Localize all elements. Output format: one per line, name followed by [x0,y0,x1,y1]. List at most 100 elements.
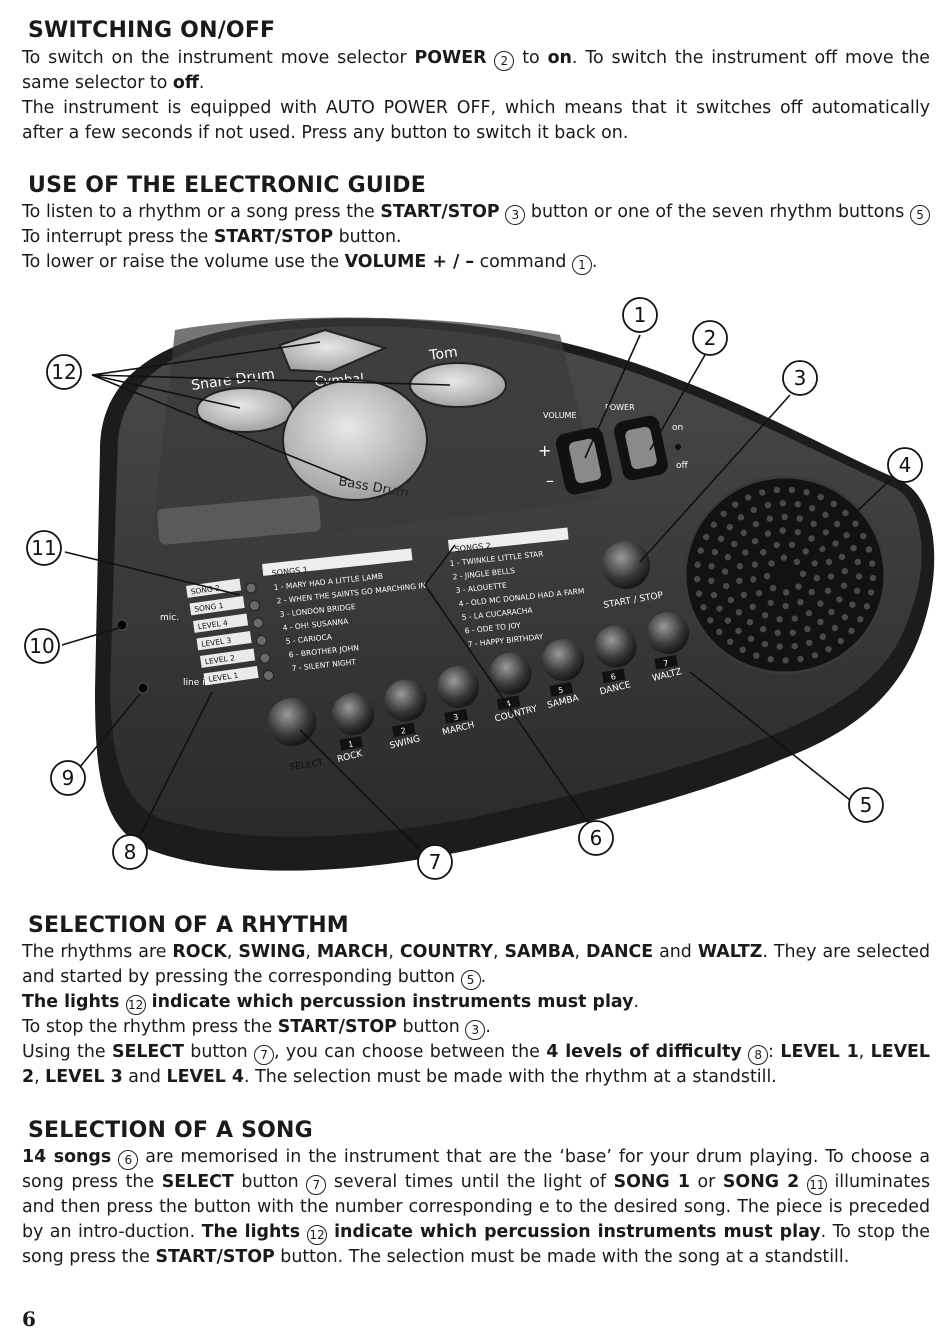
speaker-hole [740,591,748,599]
speaker-hole [736,562,744,570]
rhythm-button-rock[interactable] [332,693,374,735]
callout-ref: 3 [505,205,526,225]
speaker-hole [717,535,725,543]
power-led [675,444,681,450]
callout-number: 4 [899,453,912,477]
callout-number: 3 [794,366,807,390]
rhythm-button-waltz[interactable] [647,612,689,654]
callout-ref: 2 [494,51,515,71]
rhythm-number: 3 [453,713,460,723]
speaker-hole [828,608,835,616]
rhythm-number-tag [601,668,626,684]
speaker-hole [840,582,848,589]
speaker-hole [819,633,827,640]
indicator-tag [200,648,256,668]
rhythm-button-march[interactable] [437,666,479,708]
speaker-hole [727,638,734,645]
rhythm-button-samba[interactable] [542,639,584,681]
speaker-hole [797,598,804,606]
speaker-hole [837,637,844,645]
rhythm-number-tag [444,709,468,724]
callout-circle [692,320,728,356]
callout-circle [622,297,658,333]
start-stop-button[interactable] [602,541,650,589]
speaker-hole [759,626,767,633]
speaker-hole [791,642,798,650]
speaker-hole [710,591,718,599]
speaker-hole [759,489,766,496]
rhythm-button-swing[interactable] [384,679,427,722]
speaker-hole [849,601,856,608]
callout-leader-lines [61,334,891,851]
cymbal-pad [278,328,388,374]
guide-line-2: To interrupt press the START/STOP button… [22,227,402,247]
songs1-label: SONGS 1 [271,565,308,578]
callout-circle [887,447,923,483]
speaker-hole [811,652,819,659]
speaker-hole [841,614,849,621]
speaker-hole [822,511,829,519]
speaker-hole [817,618,824,626]
songs1-tag [262,548,413,576]
rhythm-number: 6 [610,672,617,682]
power-knob[interactable] [624,426,658,471]
rhythm-paragraph-2: The lights 12 indicate which percussion … [22,990,930,1015]
speaker-hole [825,646,832,653]
songs2-label: SONGS 2 [454,541,491,554]
bass-pad [282,379,428,501]
speaker-hole [869,560,876,567]
speaker-hole [804,625,811,633]
indicator-label: LEVEL 3 [201,636,232,649]
speaker-hole [836,596,843,603]
speaker-hole [716,605,723,612]
callout-ref: 5 [460,970,481,990]
speaker-grille [683,475,887,675]
indicator-label: LEVEL 2 [204,653,235,666]
speaker-hole [750,576,757,583]
indicator-tag [203,665,259,686]
guide-line-3: To lower or raise the volume use the VOL… [22,250,930,275]
speaker-hole [716,628,723,636]
speaker-hole [806,639,813,647]
rhythm-buttons: 1ROCK2SWING3MARCH4COUNTRY5SAMBA6DANCE7WA… [332,612,689,765]
speaker-hole [779,500,786,507]
speaker-hole [869,574,877,582]
rhythm-button-dance[interactable] [594,625,637,668]
speaker-hole [694,561,701,568]
speaker-hole [796,515,803,522]
speaker-hole [773,541,780,549]
speaker-hole [735,627,742,635]
speaker-hole [710,521,718,528]
line-in-jack-label: line in [183,678,210,688]
power-label: POWER [605,403,635,412]
rhythm-button-country[interactable] [489,652,532,695]
speaker-hole [793,558,801,566]
rhythm-number-tag [391,722,416,738]
section-title-rhythm: SELECTION OF A RHYTHM [28,913,349,938]
speaker-hole [726,523,734,531]
volume-label: VOLUME [543,411,577,420]
snare-pad [196,387,294,433]
callout-ref: 1 [571,255,592,275]
indicator-light [252,617,264,629]
rhythm-paragraph-4: Using the SELECT button 7, you can choos… [22,1042,931,1087]
rhythm-number-tag [549,682,573,697]
speaker-hole [782,602,789,610]
speaker-hole [808,505,816,512]
speaker-hole [740,529,747,536]
speaker-hole [779,527,786,534]
indicator-tag [193,613,249,633]
callout-number: 2 [704,326,717,350]
speaker-hole [736,577,743,585]
speaker-hole [817,600,824,607]
indicator-tag [189,595,245,616]
speaker-hole [752,520,760,528]
speaker-hole [769,584,777,592]
callout-circle [24,628,60,664]
volume-knob[interactable] [568,438,602,484]
indicator-light [249,600,260,611]
callout-ref: 11 [806,1175,827,1195]
speaker-hole [802,548,809,555]
